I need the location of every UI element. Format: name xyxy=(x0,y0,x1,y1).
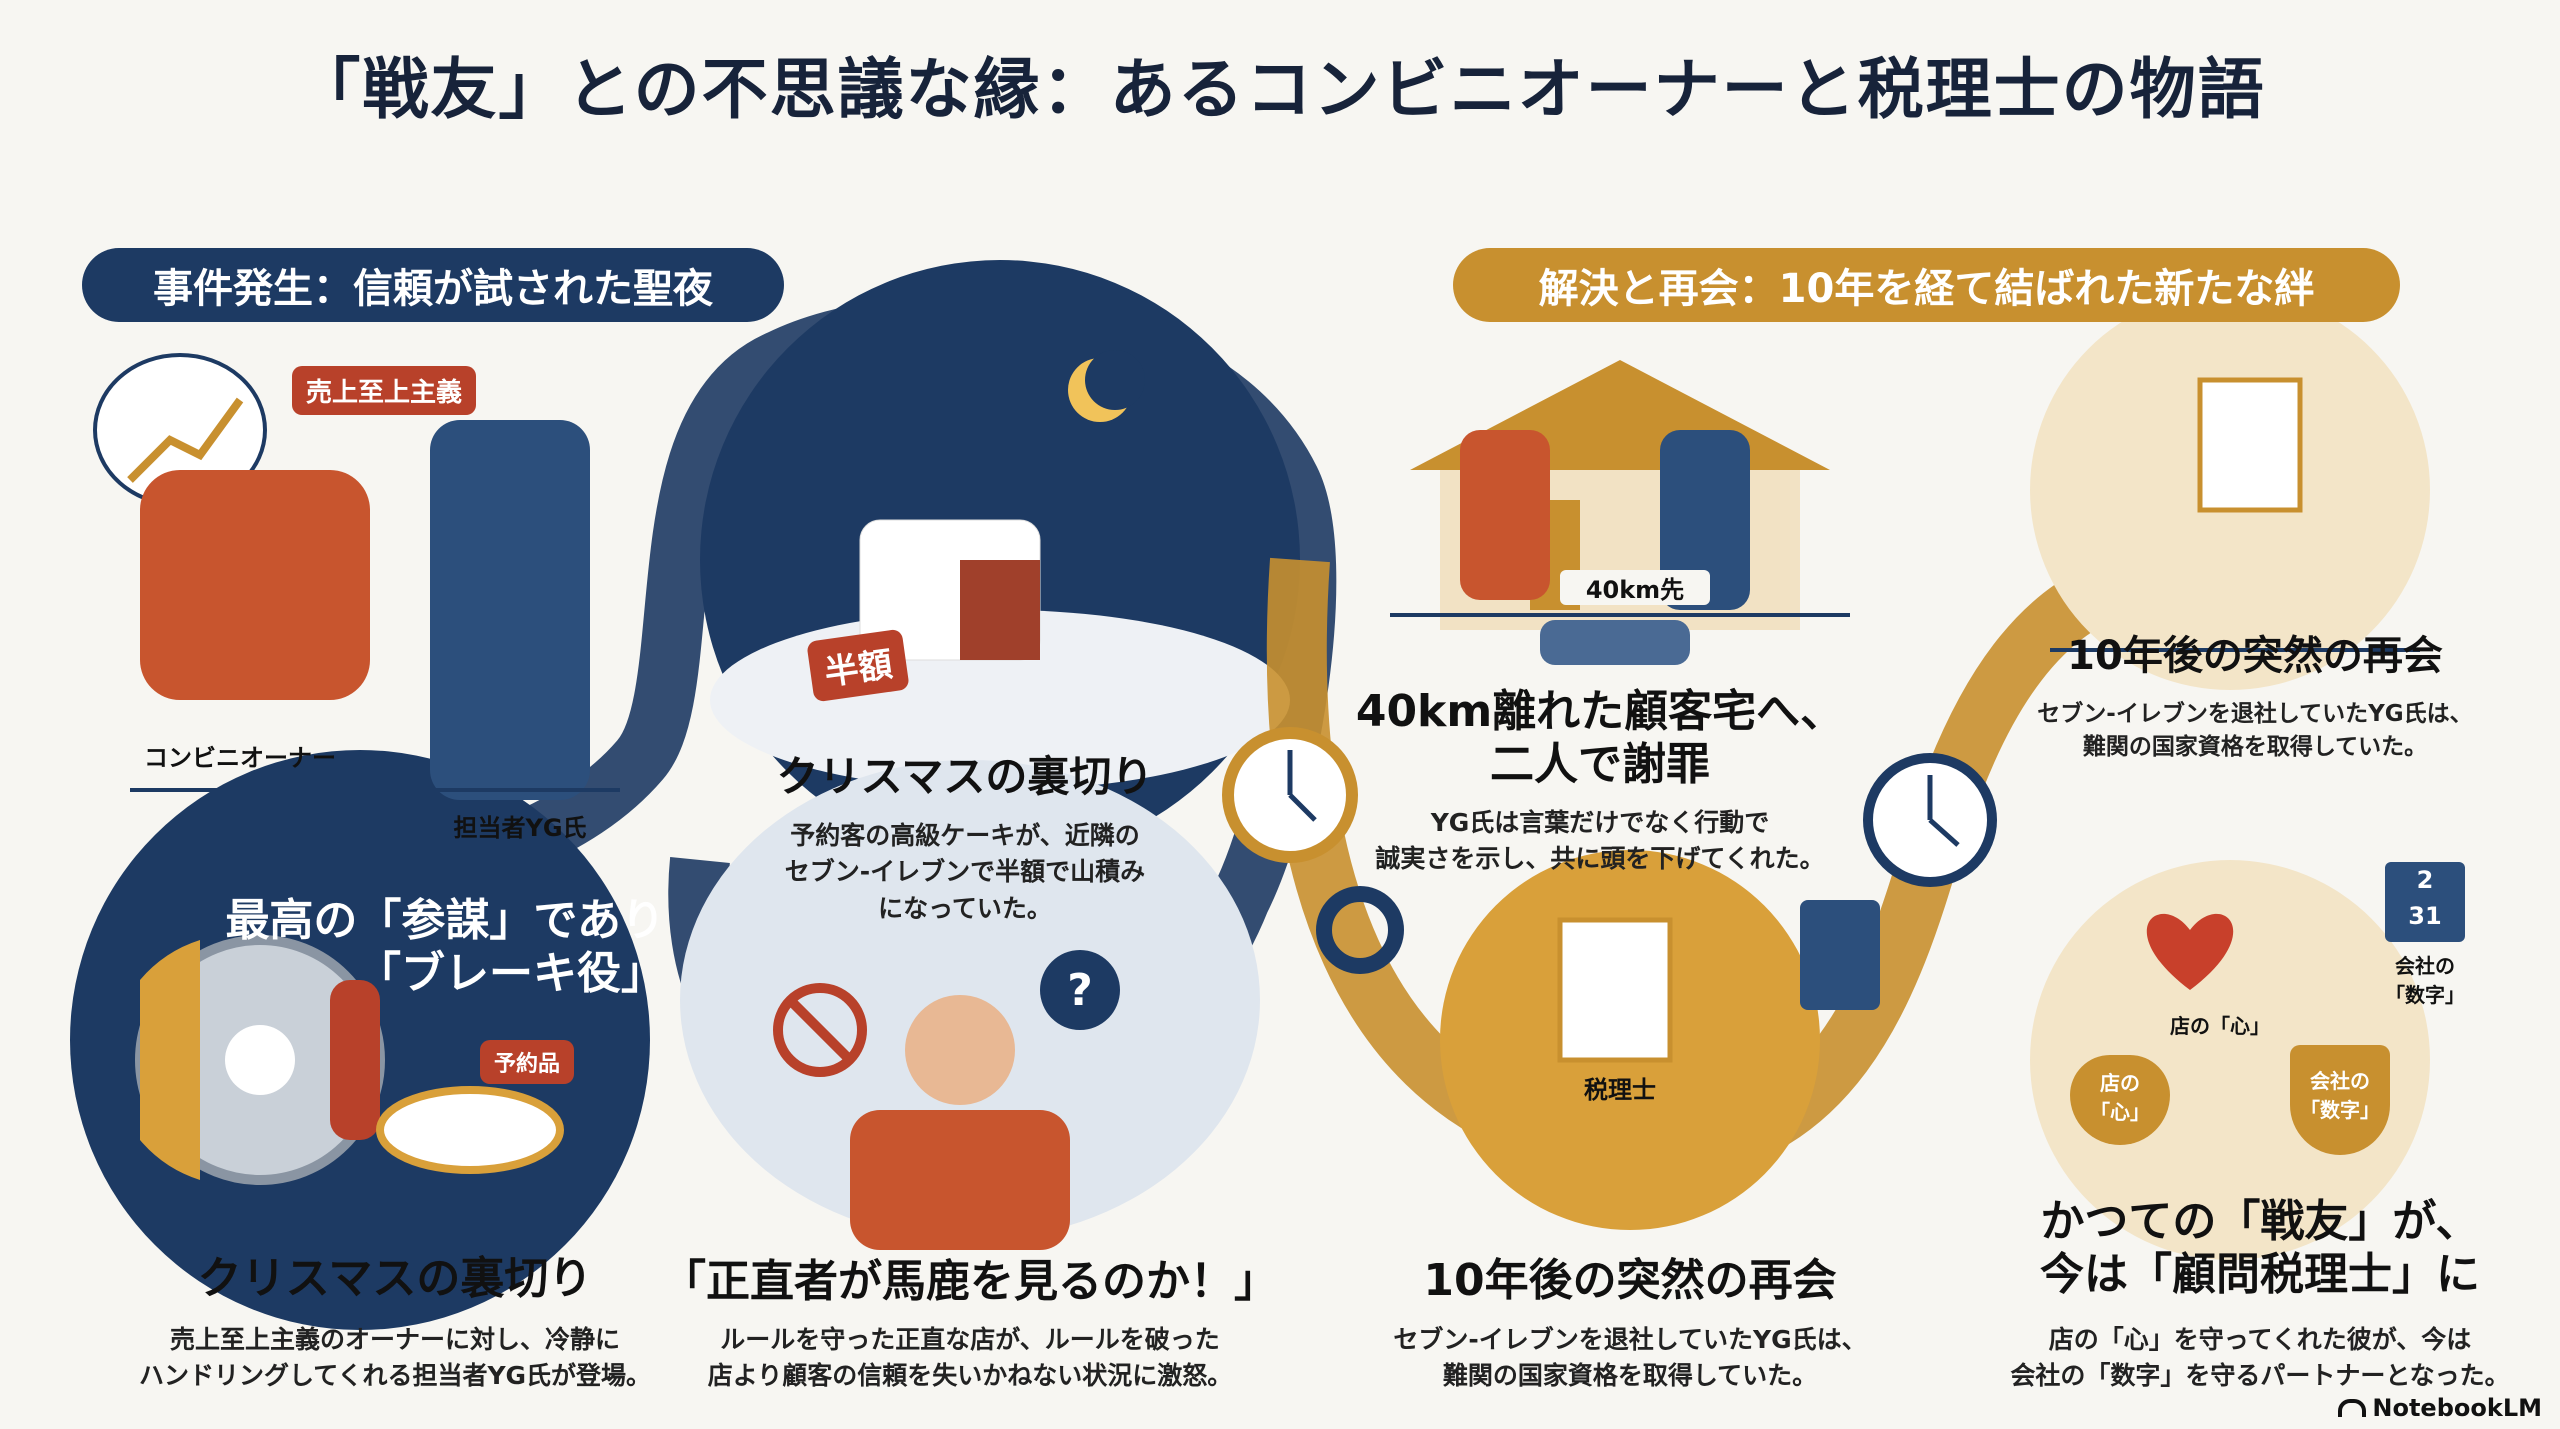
brake-heading-line1: 最高の「参謀」であり xyxy=(225,895,665,946)
brake-heading: 最高の「参謀」であり 「ブレーキ役」 xyxy=(200,895,665,1001)
final-heading-line1: かつての「戦友」が、 xyxy=(2040,1196,2480,1247)
numbers-label-line2: 「数字」 xyxy=(2385,983,2465,1007)
cake-card-heading: クリスマスの裏切り xyxy=(776,752,1154,801)
calendar-bottom: 31 xyxy=(2408,902,2442,930)
notebooklm-branding: NotebookLM xyxy=(2338,1394,2542,1422)
reunion-bottom-body-line1: セブン-イレブンを退社していたYG氏は、 xyxy=(1393,1325,1867,1354)
gear-icon xyxy=(1316,886,1404,974)
final-heading-line2: 今は「顧問税理士」に xyxy=(2040,1248,2480,1300)
page-title: 「戦友」との不思議な縁：あるコンビニオーナーと税理士の物語 xyxy=(294,51,2266,128)
apology-body-line2: 誠実さを示し、共に頭を下げてくれた。 xyxy=(1375,844,1825,874)
certificate-icon xyxy=(2197,377,2303,513)
cake-card-body-line1: 予約客の高級ケーキが、近隣の xyxy=(790,821,1140,850)
shield-badge-icon: 会社の 「数字」 xyxy=(2290,1045,2390,1155)
card1-heading: クリスマスの裏切り xyxy=(197,1253,593,1304)
owner-figure xyxy=(140,470,370,700)
distance-tag: 40km先 xyxy=(1560,570,1710,605)
calendar-top: 2 xyxy=(2416,866,2434,894)
owner-label: コンビニオーナー xyxy=(144,744,336,772)
staff-figure xyxy=(430,420,590,800)
brake-heading-line2: 「ブレーキ役」 xyxy=(357,947,665,999)
sales-first-bubble: 売上至上主義 xyxy=(292,366,477,415)
apology-heading-line1: 40km離れた顧客宅へ、 xyxy=(1355,686,1845,737)
numbers-label-line1: 会社の xyxy=(2395,954,2455,978)
apology-heading: 40km離れた顧客宅へ、 二人で謝罪 xyxy=(1340,686,1860,792)
card2-body-line1: ルールを守った正直な店が、ルールを破った xyxy=(720,1325,1220,1354)
question-bubble-icon xyxy=(1040,950,1120,1030)
cake-card-body-line3: になっていた。 xyxy=(878,893,1052,923)
cake-card-body: 予約客の高級ケーキが、近隣の セブン-イレブンで半額で山積み になっていた。 xyxy=(730,818,1200,927)
tax-document-icon xyxy=(1557,917,1673,1063)
reunion-top-body-line2: 難関の国家資格を取得していた。 xyxy=(2082,734,2428,761)
final-body-line2: 会社の「数字」を守るパートナーとなった。 xyxy=(2010,1361,2510,1391)
reunion-top-body-line1: セブン-イレブンを退社していたYG氏は、 xyxy=(2037,701,2473,727)
final-body-line1: 店の「心」を守ってくれた彼が、今は xyxy=(2048,1325,2472,1354)
card1-body-line2: ハンドリングしてくれる担当者YG氏が登場。 xyxy=(138,1361,652,1391)
car-icon xyxy=(1540,620,1690,665)
bowing-staff-figure xyxy=(1660,430,1750,610)
card1-body-line1: 売上至上主義のオーナーに対し、冷静に xyxy=(169,1325,620,1354)
reserved-cake-icon xyxy=(376,1086,564,1174)
apology-body: YG氏は言葉だけでなく行動で 誠実さを示し、共に頭を下げてくれた。 xyxy=(1360,805,1840,878)
calendar-icon: 2 31 xyxy=(2385,862,2465,942)
final-body: 店の「心」を守ってくれた彼が、今は 会社の「数字」を守るパートナーとなった。 xyxy=(1980,1322,2540,1395)
card1-body: 売上至上主義のオーナーに対し、冷静に ハンドリングしてくれる担当者YG氏が登場。 xyxy=(60,1322,730,1395)
reunion-bottom-heading: 10年後の突然の再会 xyxy=(1423,1255,1837,1306)
svg-text:?: ? xyxy=(1067,965,1093,1016)
shield-badge-line2: 「数字」 xyxy=(2300,1098,2380,1122)
apology-heading-line2: 二人で謝罪 xyxy=(1490,738,1710,790)
prohibited-icon xyxy=(773,983,867,1077)
heart-icon xyxy=(2146,913,2234,990)
reunion-bottom-body: セブン-イレブンを退社していたYG氏は、 難関の国家資格を取得していた。 xyxy=(1350,1322,1910,1395)
shield-badge-line1: 会社の xyxy=(2310,1069,2370,1093)
numbers-label: 会社の 「数字」 xyxy=(2370,950,2480,1008)
card2-body-line2: 店より顧客の信頼を失いかねない状況に激怒。 xyxy=(707,1361,1233,1391)
heart-label: 店の「心」 xyxy=(2170,1014,2270,1038)
heart-badge-line2: 「心」 xyxy=(2090,1100,2150,1124)
angry-person-figure xyxy=(850,1110,1070,1250)
section-pill-resolution: 解決と再会：10年を経て結ばれた新たな絆 xyxy=(1453,248,2400,322)
apology-body-line1: YG氏は言葉だけでなく行動で xyxy=(1430,808,1770,837)
staff-label: 担当者YG氏 xyxy=(453,814,587,842)
heart-badge-icon: 店の 「心」 xyxy=(2070,1055,2170,1145)
final-heading: かつての「戦友」が、 今は「顧問税理士」に xyxy=(1980,1196,2540,1302)
reunion-top-body: セブン-イレブンを退社していたYG氏は、 難関の国家資格を取得していた。 xyxy=(2010,698,2500,765)
card2-body: ルールを守った正直な店が、ルールを破った 店より顧客の信頼を失いかねない状況に激… xyxy=(650,1322,1290,1395)
cake-card-body-line2: セブン-イレブンで半額で山積み xyxy=(784,857,1146,887)
reunion-bottom-body-line2: 難関の国家資格を取得していた。 xyxy=(1442,1361,1818,1391)
calculator-icon xyxy=(1800,900,1880,1010)
reunion-top-heading: 10年後の突然の再会 xyxy=(2067,633,2443,679)
heart-badge-line1: 店の xyxy=(2100,1071,2140,1095)
notebooklm-logo-icon xyxy=(2338,1399,2367,1417)
partner-circle xyxy=(2030,860,2430,1260)
bowing-owner-figure xyxy=(1460,430,1550,600)
reserved-tag: 予約品 xyxy=(480,1040,575,1084)
tax-accountant-label: 税理士 xyxy=(1584,1076,1656,1104)
card2-heading: 「正直者が馬鹿を見るのか！」 xyxy=(662,1256,1278,1307)
branding-text: NotebookLM xyxy=(2372,1394,2542,1422)
section-pill-incident: 事件発生：信頼が試された聖夜 xyxy=(82,248,784,322)
